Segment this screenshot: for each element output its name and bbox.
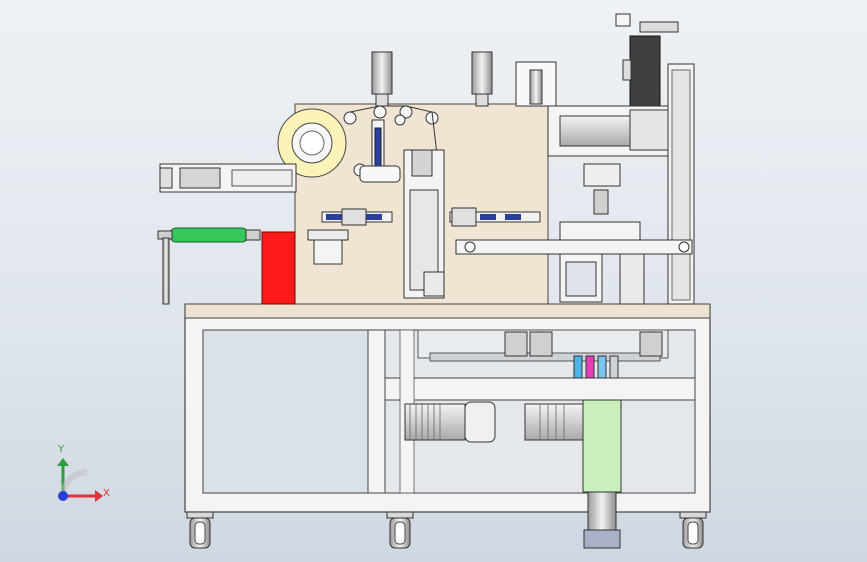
vertical-slide (403, 149, 445, 299)
top-cylinders (371, 51, 493, 107)
plate-cylinders (321, 207, 541, 227)
dancer-arm (359, 119, 401, 183)
red-guard (261, 231, 296, 305)
coordinate-triad (57, 458, 103, 502)
right-gantry (455, 13, 695, 305)
tape-roll (277, 108, 347, 178)
lower-conveyor (417, 329, 669, 379)
gripper-left (307, 229, 349, 265)
origin-dot (58, 491, 68, 501)
caster-wheels (186, 511, 707, 549)
drive-motors (404, 399, 622, 549)
y-axis-label: Y (58, 444, 65, 455)
green-roller (157, 227, 261, 305)
x-axis-label: X (103, 488, 110, 499)
infeed-conveyor (159, 163, 297, 193)
tabletop (184, 303, 711, 319)
